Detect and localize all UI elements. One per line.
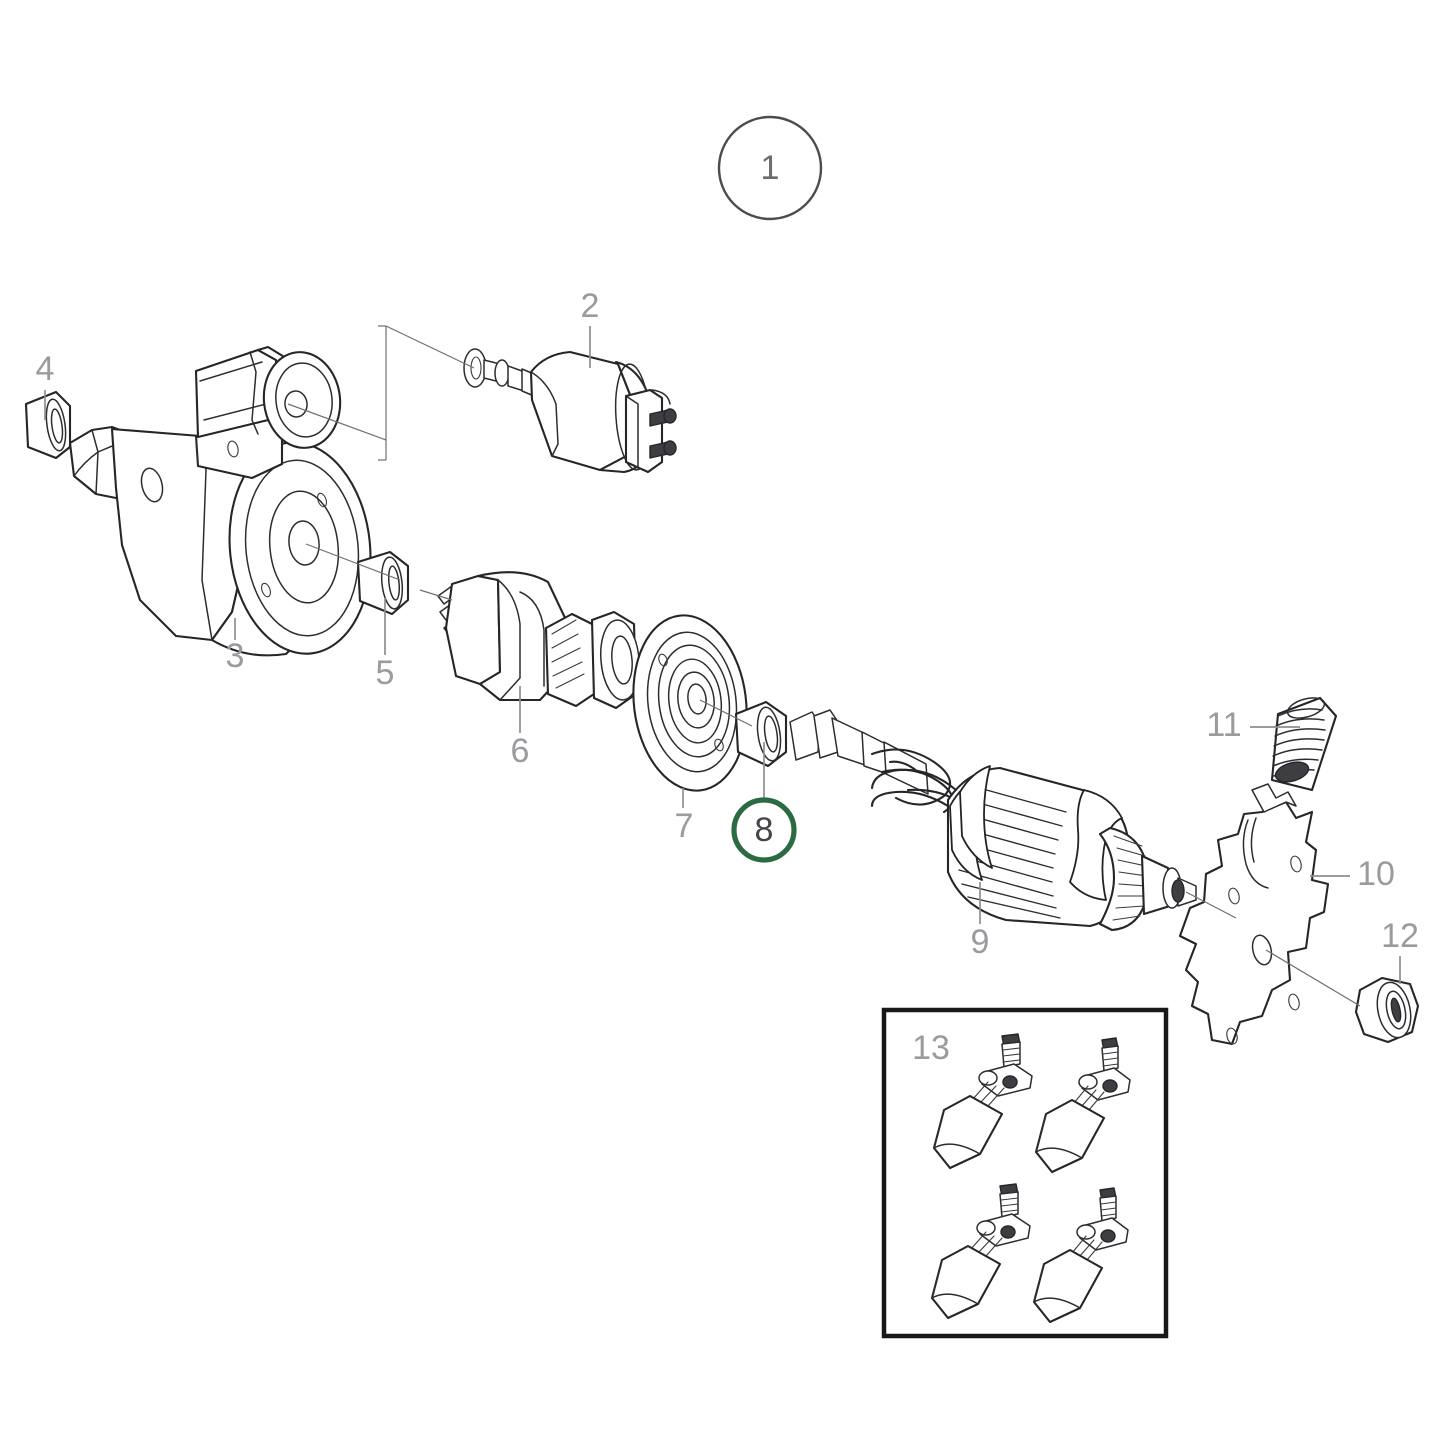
callout-8-highlighted[interactable]: 8	[731, 797, 797, 863]
leader-plate-to-bushing	[1265, 949, 1361, 1007]
callout-1-label: 1	[761, 149, 780, 187]
callout-4-label[interactable]: 4	[36, 350, 55, 388]
callout-12-label[interactable]: 12	[1381, 917, 1419, 955]
part-3-starter-drive-housing[interactable]	[68, 345, 381, 661]
callout-9-label[interactable]: 9	[971, 923, 990, 961]
brush-unit[interactable]	[932, 1033, 1033, 1170]
callout-3-label[interactable]: 3	[226, 637, 245, 675]
part-9-armature[interactable]	[870, 760, 1197, 932]
part-5-intermediate-bushing[interactable]	[356, 550, 410, 616]
part-11-return-spring[interactable]	[1270, 694, 1338, 792]
callout-1[interactable]: 1	[717, 115, 823, 221]
part-12-commutator-end-bushing[interactable]	[1354, 976, 1420, 1044]
leader-pinion-axis	[419, 589, 453, 601]
callout-5-label[interactable]: 5	[376, 654, 395, 692]
brush-unit[interactable]	[930, 1183, 1031, 1320]
callout-labels: 1 2 3 4 5 6 7 8 9 10 11 12 13	[36, 115, 1419, 1067]
callout-8-label: 8	[755, 811, 774, 849]
part-8-shaft-sleeve-bushing[interactable]	[734, 700, 788, 768]
callout-1-circle[interactable]	[717, 115, 823, 221]
part-4-drive-end-bushing[interactable]	[24, 390, 72, 460]
leader-drum-axis	[305, 543, 401, 581]
callout-10-label[interactable]: 10	[1357, 855, 1395, 893]
callout-8-circle[interactable]	[731, 797, 797, 863]
callout-6-label[interactable]: 6	[511, 732, 530, 770]
part-6-starter-drive-pinion[interactable]	[437, 571, 642, 710]
leader-housing-bore	[287, 403, 387, 441]
leader-2-upper	[385, 325, 475, 369]
callout-2-label[interactable]: 2	[581, 287, 600, 325]
callout-11-label[interactable]: 11	[1206, 706, 1241, 744]
leader-shaft-to-plate	[1185, 891, 1237, 919]
brush-unit[interactable]	[1032, 1187, 1129, 1324]
part-13-carbon-brush-set-group[interactable]	[881, 1007, 1169, 1339]
part-10-brush-holder-plate[interactable]	[1178, 783, 1330, 1046]
armature-shaft	[789, 709, 964, 814]
leader-lines	[44, 325, 1401, 1007]
leader-plate7-axis	[699, 699, 753, 727]
part-2-solenoid-switch[interactable]	[463, 348, 677, 474]
part-7-end-plate-cover[interactable]	[624, 609, 757, 797]
callout-7-label[interactable]: 7	[675, 807, 694, 845]
callout-13-label[interactable]: 13	[912, 1029, 950, 1067]
brush-unit[interactable]	[1034, 1037, 1131, 1174]
